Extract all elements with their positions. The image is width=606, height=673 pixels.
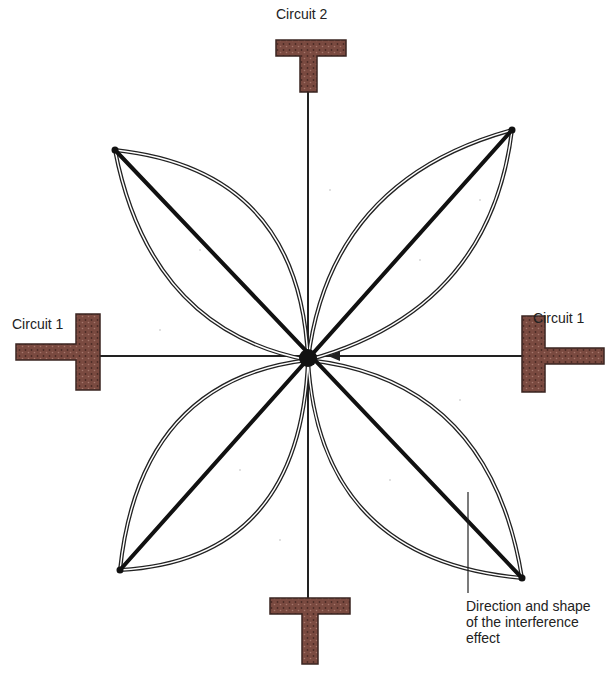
- leader-line: [467, 492, 468, 593]
- axis-lines: [100, 92, 522, 600]
- circuit-label: Circuit 2: [276, 6, 396, 22]
- diagonal-lines: [115, 130, 522, 578]
- circuit-label: Circuit 1: [12, 316, 112, 332]
- circuit-label: Circuit 1: [533, 310, 603, 326]
- callout-note: Direction and shape of the interference …: [466, 598, 602, 646]
- center-point: [299, 349, 317, 367]
- antenna-symbols: [16, 40, 604, 664]
- line-ends: [112, 127, 526, 582]
- interference-lobes: [115, 130, 522, 578]
